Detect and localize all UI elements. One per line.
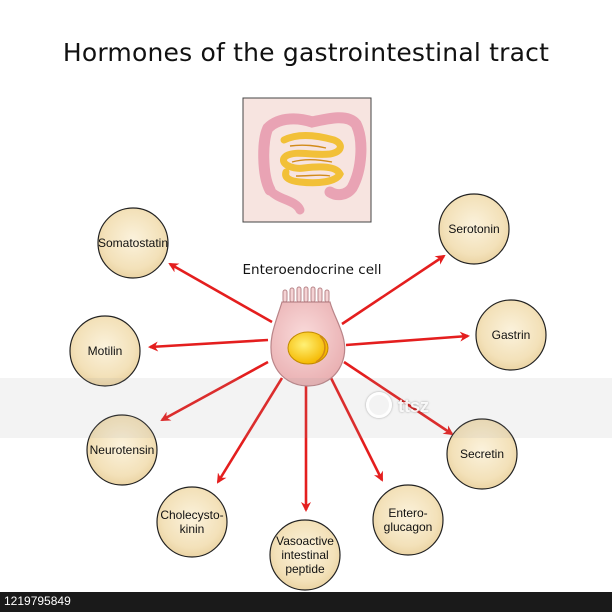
watermark-band: [0, 378, 612, 438]
page-title: Hormones of the gastrointestinal tract: [62, 38, 550, 67]
label-motilin: Motilin: [87, 344, 123, 358]
arrow-to-serotonin: [341, 254, 446, 326]
cell-label: Enteroendocrine cell: [242, 262, 382, 278]
arrow-to-somatostatin: [168, 262, 273, 324]
circle-gastrin: [475, 299, 547, 371]
label-enteroglucagon-line2: glucagon: [383, 520, 433, 534]
label-vip-line1: Vasoactive: [276, 534, 334, 548]
circle-neurotensin: [86, 414, 158, 486]
arrow-to-motilin: [148, 338, 269, 352]
enteroendocrine-cell: [270, 286, 346, 387]
circle-enteroglucagon: [372, 484, 444, 556]
arrow-to-neurotensin: [160, 360, 269, 422]
label-serotonin: Serotonin: [448, 222, 500, 236]
label-neurotensin: Neurotensin: [89, 443, 155, 457]
label-cholecystokinin-line1: Cholecysto-: [160, 508, 224, 522]
arrow-to-gastrin: [345, 331, 470, 347]
watermark-icon: [366, 392, 392, 418]
arrow-to-cholecystokinin: [216, 377, 284, 484]
label-vip-line2: intestinal: [281, 548, 329, 562]
label-secretin: Secretin: [459, 447, 505, 461]
watermark-text: ttsz: [398, 396, 429, 416]
label-vip: Vasoactive intestinal peptide: [250, 534, 360, 576]
stock-id: 1219795849: [4, 594, 71, 608]
arrow-to-enteroglucagon: [328, 375, 384, 482]
intestine-illustration: [242, 97, 372, 223]
label-gastrin: Gastrin: [491, 328, 531, 342]
label-cholecystokinin: Cholecysto- kinin: [137, 508, 247, 536]
arrow-to-secretin: [343, 360, 454, 436]
label-somatostatin: Somatostatin: [97, 236, 169, 250]
stock-id-bar: 1219795849: [0, 592, 612, 612]
circle-cholecystokinin: [156, 486, 228, 558]
circle-secretin: [446, 418, 518, 490]
circle-somatostatin: [97, 207, 169, 279]
label-enteroglucagon-line1: Entero-: [388, 506, 428, 520]
label-cholecystokinin-line2: kinin: [179, 522, 205, 536]
label-vip-line3: peptide: [285, 562, 325, 576]
circle-serotonin: [438, 193, 510, 265]
arrows: [148, 254, 470, 512]
circle-motilin: [69, 315, 141, 387]
hormone-circles: [69, 193, 547, 591]
circle-vip: [269, 519, 341, 591]
label-enteroglucagon: Entero- glucagon: [353, 506, 463, 534]
